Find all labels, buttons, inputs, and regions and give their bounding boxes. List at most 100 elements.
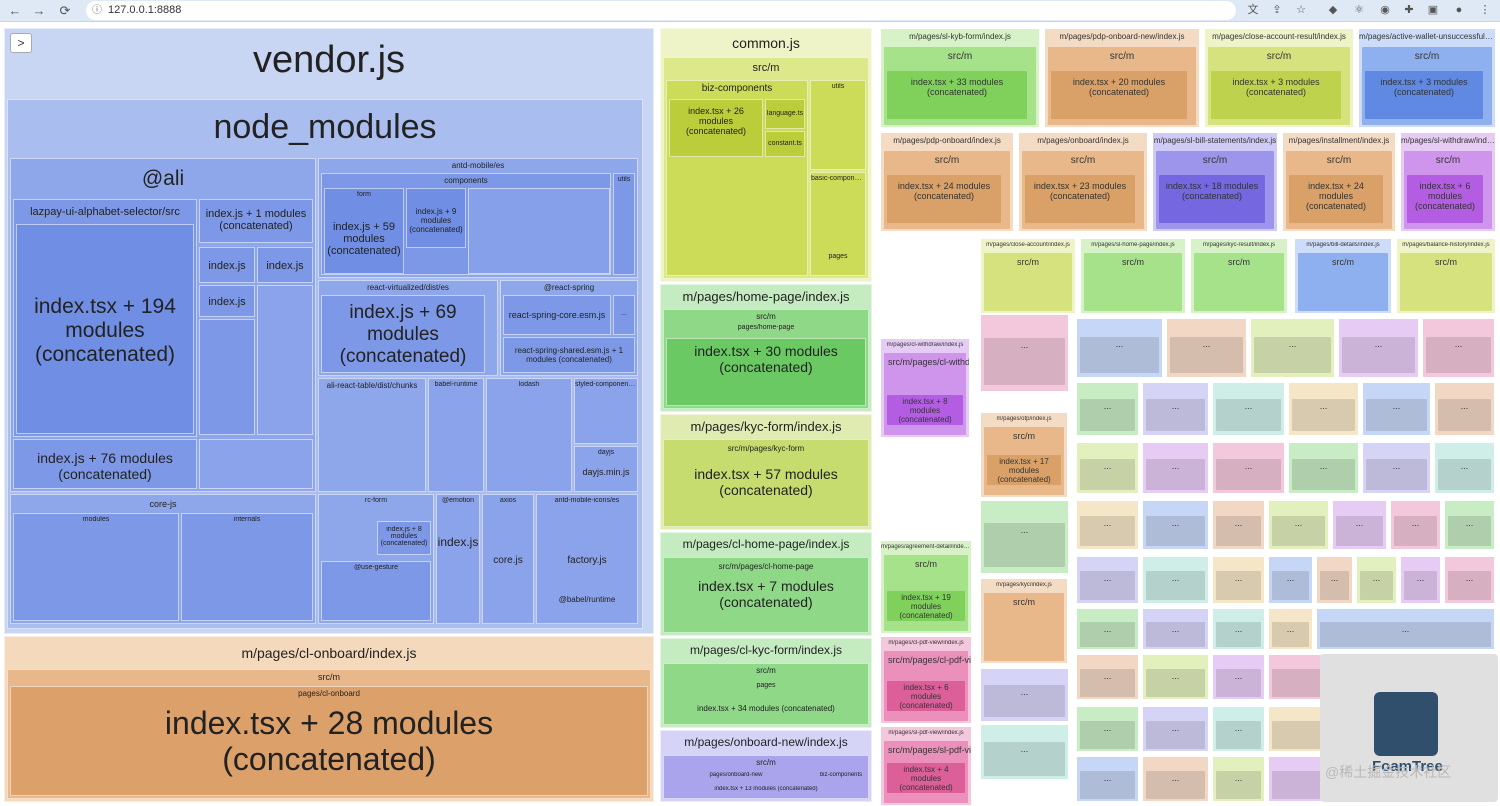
lazpay-main-chunk[interactable]: index.tsx + 194 modules (concatenated) [16,224,194,434]
home-page-bundle[interactable]: m/pages/home-page/index.js src/m pages/h… [660,284,872,412]
page-tile-src[interactable]: ... [1146,399,1205,431]
page-tile[interactable]: ... [1076,318,1163,378]
index-1-chunk[interactable]: index.js + 1 modules (concatenated) [199,199,313,243]
babel-runtime-group[interactable]: babel-runtime [428,378,484,492]
menu-kebab-icon[interactable]: ⋮ [1479,4,1491,16]
page-tile-src[interactable]: ... [1080,337,1159,373]
page-tile-src[interactable]: src/m/pages/cl-withdrawindex.tsx + 8 mod… [884,353,969,435]
page-tile-main-chunk[interactable]: index.tsx + 33 modules (concatenated) [887,71,1027,119]
page-tile-main-chunk[interactable]: index.tsx + 6 modules (concatenated) [1407,175,1483,223]
page-tile-main-chunk[interactable]: index.tsx + 24 modules (concatenated) [1289,175,1383,223]
page-tile[interactable]: ... [980,668,1069,722]
page-tile[interactable]: ... [1316,608,1495,650]
page-tile-src[interactable]: ... [1146,516,1205,546]
page-tile-src[interactable]: ... [1336,516,1383,546]
page-tile-main-chunk[interactable]: index.tsx + 23 modules (concatenated) [1025,175,1135,223]
page-tile-src[interactable]: ... [1320,622,1491,647]
page-tile-src[interactable]: src/m/pages/cl-pdf-viewindex.tsx + 6 mod… [884,651,971,721]
core-js-group[interactable]: core-js modules internals [10,494,316,624]
page-tile-src[interactable]: ... [1216,399,1281,431]
page-tile-main-chunk[interactable]: index.tsx + 20 modules (concatenated) [1051,71,1187,119]
page-tile[interactable]: ... [1268,608,1313,650]
spring-misc[interactable]: ... [613,295,635,335]
page-tile-main-chunk[interactable]: index.tsx + 3 modules (concatenated) [1365,71,1483,119]
index-8-chunk[interactable]: index.js + 8 modules (concatenated) [377,521,431,555]
page-tile-main-chunk[interactable]: index.tsx + 8 modules (concatenated) [887,395,963,425]
page-tile-src[interactable]: ... [1080,399,1135,431]
page-tile-src[interactable]: src/m [984,253,1072,311]
page-tile-src[interactable]: src/m/pages/sl-pdf-viewindex.tsx + 4 mod… [884,741,971,803]
lazpay-group[interactable]: lazpay-ui-alphabet-selector/src index.ts… [13,199,197,437]
page-tile[interactable]: ... [1444,556,1495,604]
vendor-bundle[interactable]: vendor.js node_modules @ali lazpay-ui-al… [4,28,654,634]
page-tile-main-chunk[interactable]: index.tsx + 3 modules (concatenated) [1211,71,1341,119]
page-tile-src[interactable]: ... [1216,516,1261,546]
styled-components-group[interactable]: styled-components/dist [574,378,638,444]
page-tile[interactable]: m/pages/active-wallet-unsuccessful/index… [1358,28,1496,128]
sidepanel-icon[interactable]: ▣ [1427,4,1439,16]
page-tile-src[interactable]: ... [1292,399,1355,431]
page-tile-main-chunk[interactable]: index.tsx + 6 modules (concatenated) [887,681,965,711]
page-tile-src[interactable]: ... [984,742,1065,776]
axios-group[interactable]: axios core.js [482,494,534,624]
node-modules-group[interactable]: node_modules @ali lazpay-ui-alphabet-sel… [7,99,643,629]
page-tile-src[interactable]: src/m [984,593,1064,661]
page-tile[interactable]: ... [1212,756,1265,802]
antd-components[interactable]: components form index.js + 59 modules (c… [321,173,611,275]
page-tile-src[interactable]: ... [1272,571,1309,600]
page-tile-src[interactable]: ... [1080,459,1135,490]
kyc-form-bundle[interactable]: m/pages/kyc-form/index.js src/m/pages/ky… [660,414,872,530]
spring-core-chunk[interactable]: react-spring-core.esm.js [503,295,611,335]
profile-avatar-icon[interactable]: ● [1455,4,1463,16]
page-tile-src[interactable]: ... [1146,721,1205,749]
page-tile[interactable]: ... [1332,500,1387,550]
page-tile-src[interactable]: ... [1404,571,1437,600]
page-tile[interactable]: ... [980,724,1069,780]
antd-mobile-group[interactable]: antd-mobile/es components form index.js … [318,158,638,278]
page-tile[interactable]: ... [1076,608,1139,650]
antd-form[interactable]: form index.js + 59 modules (concatenated… [324,188,404,274]
page-tile-src[interactable]: ... [984,338,1065,385]
page-tile-src[interactable]: ... [1426,337,1491,373]
ali-misc-modules[interactable] [199,319,255,435]
page-tile[interactable]: ... [1076,382,1139,436]
page-tile[interactable]: ... [1422,318,1495,378]
extension-icon[interactable]: ◆ [1328,4,1338,16]
index-a-chunk[interactable]: index.js [199,247,255,283]
page-tile-src[interactable]: ... [984,523,1065,567]
page-tile[interactable]: ... [1142,756,1209,802]
page-tile[interactable]: ... [1268,500,1329,550]
cl-home-page-bundle[interactable]: m/pages/cl-home-page/index.js src/m/page… [660,532,872,636]
ali-react-table-group[interactable]: ali-react-table/dist/chunks [318,378,426,492]
page-tile[interactable]: ... [1316,556,1353,604]
index-9-chunk[interactable]: index.js + 9 modules (concatenated) [406,188,466,248]
page-tile-src[interactable]: ... [1366,459,1427,490]
bookmark-star-icon[interactable]: ☆ [1296,4,1306,16]
page-tile[interactable]: ... [1212,500,1265,550]
reload-button[interactable]: ⟳ [59,3,71,18]
use-gesture-group[interactable]: @use-gesture [321,561,431,621]
common-src[interactable]: src/m biz-components index.tsx + 26 modu… [663,57,869,279]
ali-tail-modules[interactable] [199,439,313,489]
page-tile-src[interactable]: ... [1080,669,1135,697]
page-tile-src[interactable]: ... [1448,516,1491,546]
page-tile[interactable]: ... [1212,442,1285,494]
page-tile-src[interactable]: ... [1216,459,1281,490]
page-tile-src[interactable]: ... [1216,571,1261,600]
page-tile[interactable]: ... [1212,706,1265,752]
rc-form-group[interactable]: rc-form index.js + 8 modules (concatenat… [318,494,434,624]
page-tile[interactable]: ... [1444,500,1495,550]
page-tile[interactable]: ... [1390,500,1441,550]
page-tile-src[interactable]: src/m [1084,253,1182,311]
page-tile-src[interactable]: ... [1366,399,1427,431]
page-tile-src[interactable]: ... [1170,337,1243,373]
